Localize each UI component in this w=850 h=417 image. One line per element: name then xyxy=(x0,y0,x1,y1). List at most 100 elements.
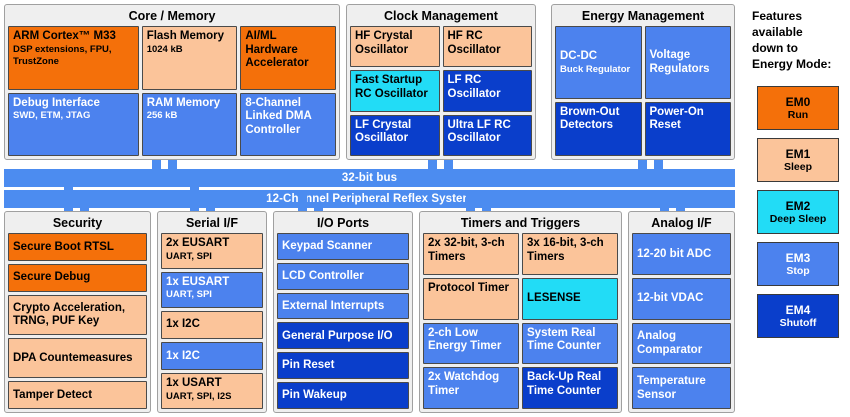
block-keypad-scanner[interactable]: Keypad Scanner xyxy=(277,233,409,260)
block-pin-wakeup[interactable]: Pin Wakeup xyxy=(277,382,409,409)
block-aiml-accelerator-label: AI/ML Hardware Accelerator xyxy=(245,30,309,69)
block-pin-reset[interactable]: Pin Reset xyxy=(277,352,409,380)
block-system-rtc[interactable]: System Real Time Counter xyxy=(522,322,618,365)
legend-item-em4-code: EM4 xyxy=(785,302,811,317)
block-2x-32bit-timers[interactable]: 2x 32-bit, 3-ch Timers xyxy=(423,233,519,275)
panel-title-core-memory: Core / Memory xyxy=(128,9,216,23)
block-watchdog-timer[interactable]: 2x Watchdog Timer xyxy=(423,367,519,409)
legend-item-em2[interactable]: EM2 Deep Sleep xyxy=(757,190,839,234)
block-1x-i2c-em1[interactable]: 1x I2C xyxy=(161,310,263,339)
block-adc[interactable]: 12-20 bit ADC xyxy=(632,233,731,275)
block-dma-controller-label: 8-Channel Linked DMA Controller xyxy=(245,96,312,136)
block-2x-32bit-timers-label: 2x 32-bit, 3-ch Timers xyxy=(428,237,505,263)
bus-32-bit: 32-bit bus xyxy=(4,169,735,187)
block-flash-memory-sub: 1024 kB xyxy=(146,43,183,55)
block-lcd-controller[interactable]: LCD Controller xyxy=(277,262,409,290)
block-analog-comparator[interactable]: Analog Comparator xyxy=(632,322,731,365)
panel-security: Security Secure Boot RTSL Secure Debug C… xyxy=(4,211,151,413)
legend-item-em0-code: EM0 xyxy=(785,94,811,109)
panel-serial-if: Serial I/F 2x EUSART UART, SPI 1x EUSART… xyxy=(157,211,267,413)
block-fast-startup-rc-oscillator[interactable]: Fast Startup RC Oscillator xyxy=(350,70,440,112)
block-hf-crystal-oscillator[interactable]: HF Crystal Oscillator xyxy=(350,26,440,68)
legend-item-em3-name: Stop xyxy=(786,264,810,277)
legend-item-em3[interactable]: EM3 Stop xyxy=(757,242,839,286)
block-backup-rtc-label: Back-Up Real Time Counter xyxy=(527,371,602,397)
block-general-purpose-io-label: General Purpose I/O xyxy=(282,329,393,342)
block-crypto-acceleration-label: Crypto Acceleration, TRNG, PUF Key xyxy=(13,301,126,328)
block-lesense-label: LESENSE xyxy=(527,292,581,305)
panel-timers-triggers: Timers and Triggers 2x 32-bit, 3-ch Time… xyxy=(419,211,622,413)
block-1x-eusart-sub: UART, SPI xyxy=(166,289,212,301)
panel-energy-management: Energy Management DC-DC Buck Regulator V… xyxy=(551,4,735,160)
block-aiml-accelerator[interactable]: AI/ML Hardware Accelerator xyxy=(240,26,336,90)
clock-row-2: Fast Startup RC Oscillator LF RC Oscilla… xyxy=(350,70,532,112)
block-dma-controller[interactable]: 8-Channel Linked DMA Controller xyxy=(240,92,336,156)
block-dcdc-buck-regulator-sub: Buck Regulator xyxy=(560,63,631,75)
legend-item-em4[interactable]: EM4 Shutoff xyxy=(757,294,839,338)
bus-stub-core-a xyxy=(152,160,161,170)
panel-title-clock-management: Clock Management xyxy=(384,9,498,23)
block-crypto-acceleration[interactable]: Crypto Acceleration, TRNG, PUF Key xyxy=(8,294,147,335)
block-arm-cortex-m33[interactable]: ARM Cortex™ M33 DSP extensions, FPU, Tru… xyxy=(8,26,139,90)
block-ram-memory[interactable]: RAM Memory 256 kB xyxy=(141,92,238,156)
block-dpa-countermeasures[interactable]: DPA Countemeasures xyxy=(8,337,147,379)
block-pin-reset-label: Pin Reset xyxy=(282,359,335,372)
bus-stub-serial-b xyxy=(206,205,215,212)
block-vdac[interactable]: 12-bit VDAC xyxy=(632,277,731,320)
block-secure-boot-rtsl[interactable]: Secure Boot RTSL xyxy=(8,233,147,261)
block-lf-crystal-oscillator[interactable]: LF Crystal Oscillator xyxy=(350,114,440,156)
block-flash-memory[interactable]: Flash Memory 1024 kB xyxy=(141,26,238,90)
block-3x-16bit-timers-label: 3x 16-bit, 3-ch Timers xyxy=(527,237,604,263)
block-protocol-timer[interactable]: Protocol Timer xyxy=(423,277,519,320)
timers-row-4: 2x Watchdog Timer Back-Up Real Time Coun… xyxy=(423,367,618,409)
block-external-interrupts[interactable]: External Interrupts xyxy=(277,292,409,320)
legend-item-em1[interactable]: EM1 Sleep xyxy=(757,138,839,182)
block-fast-startup-rc-oscillator-label: Fast Startup RC Oscillator xyxy=(355,74,428,100)
block-keypad-scanner-label: Keypad Scanner xyxy=(282,240,373,253)
block-1x-eusart[interactable]: 1x EUSART UART, SPI xyxy=(161,271,263,308)
legend-heading-line-1: Features xyxy=(752,9,803,23)
panel-body-core-memory: ARM Cortex™ M33 DSP extensions, FPU, Tru… xyxy=(8,26,336,156)
legend-item-em4-name: Shutoff xyxy=(779,316,817,329)
panel-title-io-ports: I/O Ports xyxy=(316,216,370,230)
block-dpa-countermeasures-label: DPA Countemeasures xyxy=(13,351,133,364)
block-backup-rtc[interactable]: Back-Up Real Time Counter xyxy=(522,367,618,409)
legend-heading-line-3: down to xyxy=(752,41,798,55)
block-ultra-lf-rc-oscillator[interactable]: Ultra LF RC Oscillator xyxy=(442,114,532,156)
bus-stub-security-b xyxy=(80,205,89,212)
block-1x-i2c-em3[interactable]: 1x I2C xyxy=(161,341,263,371)
block-secure-debug-label: Secure Debug xyxy=(13,271,91,284)
legend-item-em0[interactable]: EM0 Run xyxy=(757,86,839,130)
block-1x-usart[interactable]: 1x USART UART, SPI, I2S xyxy=(161,373,263,409)
block-lesense[interactable]: LESENSE xyxy=(522,277,618,320)
bus-stub-energy-a xyxy=(638,160,647,170)
legend-heading-line-4: Energy Mode: xyxy=(752,57,832,71)
block-power-on-reset[interactable]: Power-On Reset xyxy=(644,101,731,156)
legend-item-em0-name: Run xyxy=(787,108,809,121)
block-low-energy-timer[interactable]: 2-ch Low Energy Timer xyxy=(423,322,519,365)
bus-stub-ioports-a xyxy=(298,190,307,212)
block-general-purpose-io[interactable]: General Purpose I/O xyxy=(277,322,409,350)
block-secure-debug[interactable]: Secure Debug xyxy=(8,263,147,292)
block-3x-16bit-timers[interactable]: 3x 16-bit, 3-ch Timers xyxy=(522,233,618,275)
block-hf-rc-oscillator[interactable]: HF RC Oscillator xyxy=(442,26,532,68)
block-hf-rc-oscillator-label: HF RC Oscillator xyxy=(447,30,501,56)
timers-row-3: 2-ch Low Energy Timer System Real Time C… xyxy=(423,322,618,365)
panel-body-io-ports: Keypad Scanner LCD Controller External I… xyxy=(277,233,409,409)
bus-stub-clock-a xyxy=(428,160,437,170)
block-hf-crystal-oscillator-label: HF Crystal Oscillator xyxy=(355,30,413,56)
legend-item-em2-code: EM2 xyxy=(785,198,811,213)
block-system-rtc-label: System Real Time Counter xyxy=(527,326,601,353)
block-brown-out-detectors[interactable]: Brown-Out Detectors xyxy=(555,101,642,156)
block-lcd-controller-label: LCD Controller xyxy=(282,269,364,282)
block-temperature-sensor[interactable]: Temperature Sensor xyxy=(632,367,731,409)
block-dcdc-buck-regulator[interactable]: DC-DC Buck Regulator xyxy=(555,26,642,99)
block-lf-rc-oscillator[interactable]: LF RC Oscillator xyxy=(442,70,532,112)
core-memory-row-2: Debug Interface SWD, ETM, JTAG RAM Memor… xyxy=(8,92,336,156)
block-voltage-regulators[interactable]: Voltage Regulators xyxy=(644,26,731,99)
block-2x-eusart[interactable]: 2x EUSART UART, SPI xyxy=(161,233,263,269)
panel-title-timers-triggers: Timers and Triggers xyxy=(460,216,581,230)
panel-body-clock-management: HF Crystal Oscillator HF RC Oscillator F… xyxy=(350,26,532,156)
block-debug-interface[interactable]: Debug Interface SWD, ETM, JTAG xyxy=(8,92,139,156)
block-tamper-detect[interactable]: Tamper Detect xyxy=(8,381,147,410)
